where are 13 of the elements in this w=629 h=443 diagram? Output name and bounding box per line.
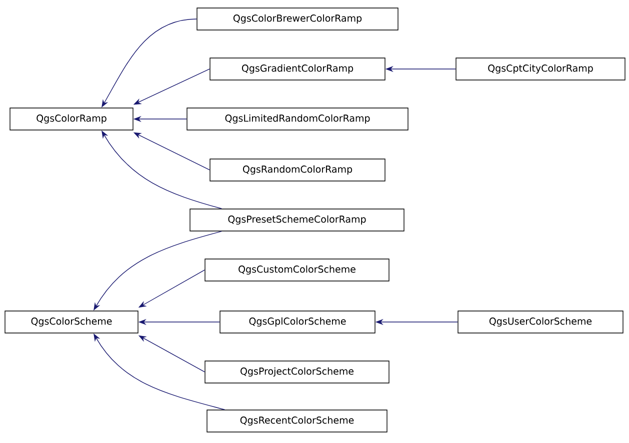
class-box: QgsRandomColorRamp [210, 158, 386, 182]
class-box: QgsUserColorScheme [458, 310, 624, 334]
class-box: QgsPresetSchemeColorRamp [190, 208, 404, 232]
class-box: QgsGradientColorRamp [210, 58, 386, 80]
class-box: QgsLimitedRandomColorRamp [186, 108, 408, 130]
class-box: QgsCptCityColorRamp [456, 58, 626, 80]
class-box: QgsCustomColorScheme [204, 258, 390, 282]
class-box: QgsGplColorScheme [220, 310, 376, 334]
class-box: QgsColorRamp [10, 108, 134, 130]
class-box: QgsColorScheme [4, 310, 138, 334]
class-box: QgsRecentColorScheme [206, 410, 388, 432]
class-box: QgsProjectColorScheme [204, 360, 390, 384]
class-box: QgsColorBrewerColorRamp [196, 8, 398, 30]
